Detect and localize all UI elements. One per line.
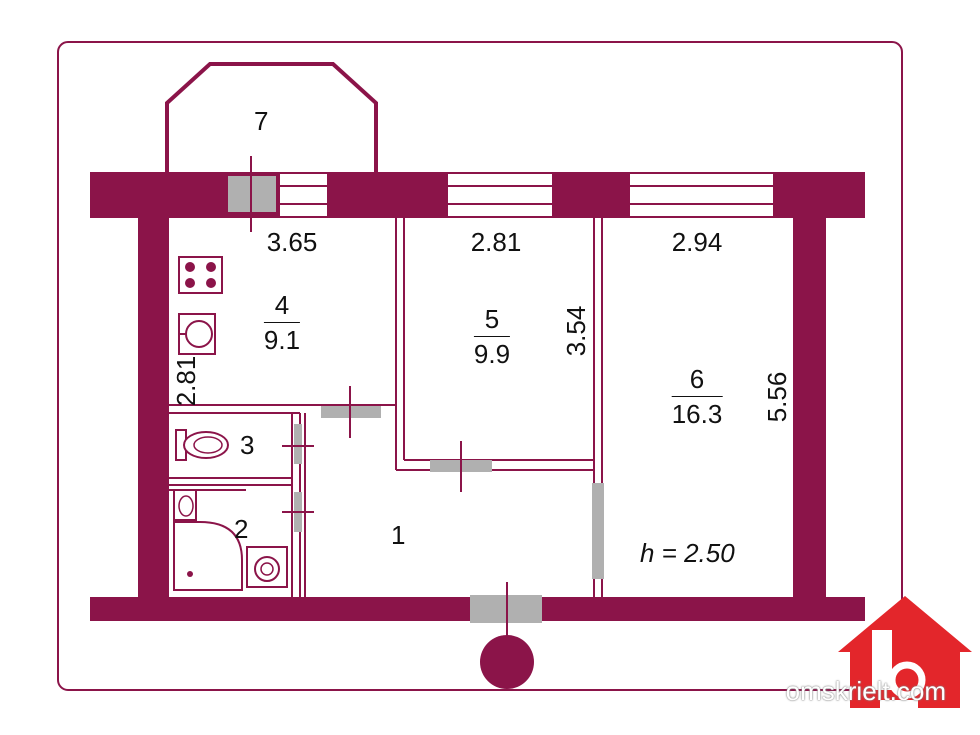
room-3-label: 3 [240, 430, 255, 460]
washbasin-icon [173, 489, 197, 521]
ceiling-height-label: h = 2.50 [640, 538, 735, 568]
room-4-label: 4 [263, 292, 301, 323]
room-2-label: 2 [234, 514, 249, 544]
room-6-area-block: 6 16.3 [671, 366, 723, 429]
room-4-area-block: 4 9.1 [263, 292, 301, 355]
logo-house-icon [838, 596, 972, 708]
dim-kitchen-depth: 2.81 [171, 355, 201, 407]
dim-kitchen-width: 3.65 [266, 227, 318, 257]
right-wall [793, 218, 826, 597]
watermark-text: omskrielt.com [785, 676, 946, 706]
room-4-area: 9.1 [263, 325, 301, 355]
interior-doors [282, 386, 604, 642]
room-6-area: 16.3 [671, 399, 723, 429]
left-wall [138, 218, 169, 597]
dim-room5-depth: 3.54 [561, 305, 591, 357]
stove-icon [178, 256, 223, 294]
dim-room6-depth: 5.56 [762, 371, 792, 423]
room-6-label: 6 [671, 366, 723, 397]
room-1-label: 1 [391, 520, 406, 550]
window-room6 [630, 174, 773, 216]
room-7-label: 7 [254, 106, 269, 136]
room-5-label: 5 [473, 306, 511, 337]
entrance-marker [480, 635, 534, 689]
door-wc [294, 424, 302, 464]
washer-icon [246, 546, 288, 588]
window-kitchen [280, 174, 327, 216]
plan-frame [57, 41, 903, 691]
window-room5 [448, 174, 552, 216]
room-5-area-block: 5 9.9 [473, 306, 511, 369]
bathtub-icon [173, 521, 243, 591]
dim-room6-width: 2.94 [671, 227, 723, 257]
room-5-area: 9.9 [473, 339, 511, 369]
toilet-icon [175, 429, 229, 461]
sink-icon [178, 313, 216, 355]
door-room6 [592, 483, 604, 579]
balcony-outline [165, 62, 378, 172]
dim-room5-width: 2.81 [470, 227, 522, 257]
